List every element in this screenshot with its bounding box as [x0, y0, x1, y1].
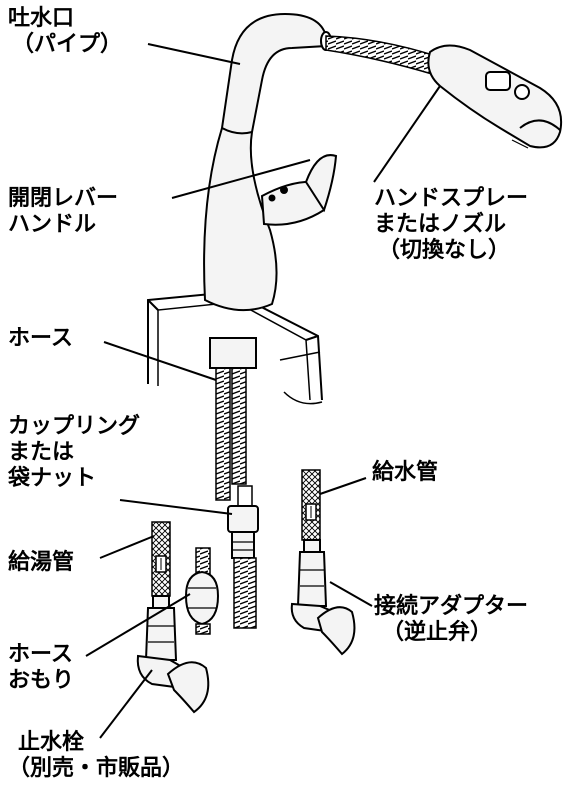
label-hose-weight-line1: ホース	[8, 642, 73, 667]
label-hot-pipe-line1: 給湯管	[8, 550, 75, 575]
label-hose-weight-line2: おもり	[8, 668, 75, 693]
label-stop-valve-line2: （別売・市販品）	[8, 756, 185, 781]
label-lever-line1: 開閉レバー	[8, 186, 119, 211]
label-hose: ホース	[8, 326, 73, 352]
label-lever: 開閉レバー ハンドル	[8, 186, 118, 238]
label-adapter-line1: 接続アダプター	[374, 594, 529, 619]
lever-handle	[260, 154, 338, 226]
label-hose-line1: ホース	[8, 326, 73, 351]
label-adapter: 接続アダプター （逆止弁）	[374, 594, 528, 646]
label-spray-line2: またはノズル	[374, 212, 507, 237]
spout-pipe	[203, 12, 332, 312]
leader-lines	[85, 43, 441, 739]
label-lever-line2: ハンドル	[8, 212, 97, 237]
label-hose-weight: ホース おもり	[8, 642, 74, 694]
label-spout-line1: 吐水口	[8, 6, 75, 31]
label-spray-line1: ハンドスプレー	[374, 186, 529, 211]
label-hot-pipe: 給湯管	[8, 550, 74, 576]
label-stop-valve-line1: 止水栓	[18, 730, 85, 755]
label-adapter-line2: （逆止弁）	[382, 620, 493, 645]
label-stop-valve: 止水栓 （別売・市販品）	[8, 730, 184, 782]
label-coupling-line2: または	[8, 440, 75, 465]
center-hose	[209, 337, 257, 507]
spray-hose	[325, 35, 437, 75]
hand-spray	[427, 44, 562, 149]
hose-weight	[184, 547, 220, 635]
lower-hose	[233, 557, 257, 629]
label-spray-line3: （切換なし）	[378, 238, 511, 263]
label-spout-line2: （パイプ）	[12, 32, 123, 57]
hot-adapter-valve	[136, 595, 210, 714]
label-coupling-line1: カップリング	[8, 414, 141, 439]
coupling-nut	[227, 505, 259, 559]
label-supply-pipe-line1: 給水管	[372, 460, 439, 485]
label-supply-pipe: 給水管	[372, 460, 438, 486]
label-spout: 吐水口 （パイプ）	[8, 6, 122, 58]
cold-supply-pipe	[301, 469, 321, 541]
label-coupling-line3: 袋ナット	[8, 466, 97, 491]
hot-supply-pipe	[151, 521, 171, 597]
label-coupling: カップリング または 袋ナット	[8, 414, 140, 492]
cold-adapter-valve	[290, 539, 356, 656]
label-spray: ハンドスプレー またはノズル （切換なし）	[374, 186, 528, 264]
